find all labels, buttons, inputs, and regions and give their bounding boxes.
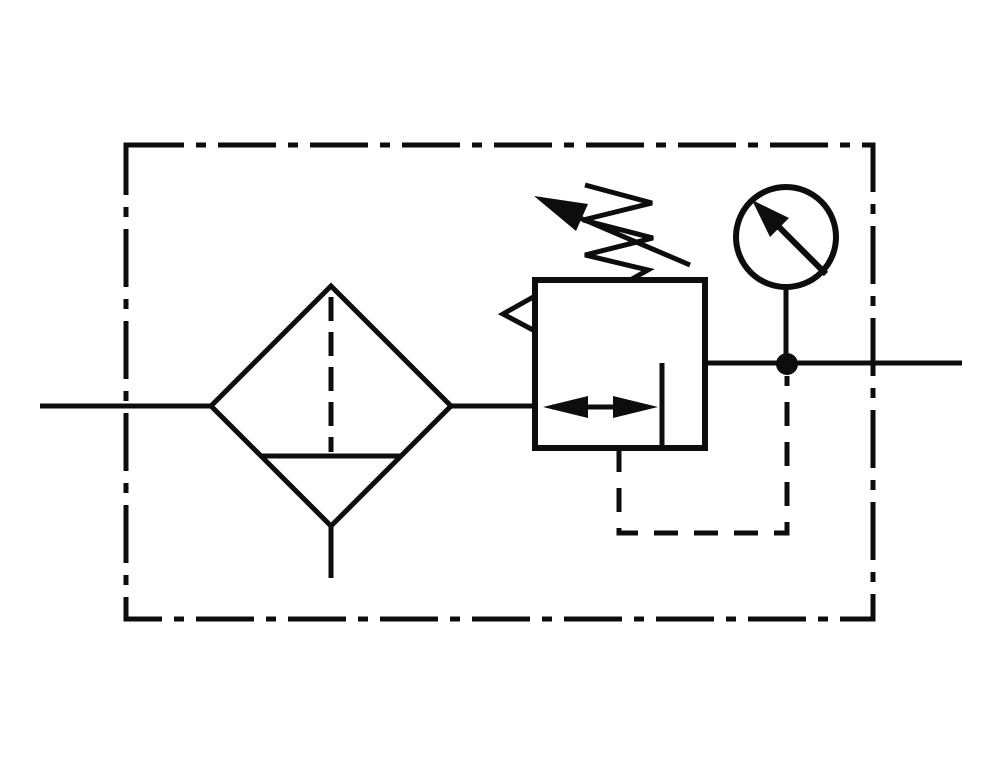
regulator-body xyxy=(532,277,708,451)
assembly-boundary xyxy=(123,142,876,622)
feedback-line xyxy=(616,376,790,536)
flow-arrow-left-head xyxy=(543,396,588,418)
gauge-symbol xyxy=(733,184,839,360)
gauge-needle-head xyxy=(752,200,789,237)
adjustment-arrow-shaft xyxy=(579,215,691,268)
regulator-spring-icon xyxy=(582,182,655,282)
flow-arrow-right-head xyxy=(613,396,658,418)
filter-symbol xyxy=(207,282,455,578)
regulator-symbol xyxy=(497,182,708,451)
junction-dot xyxy=(776,353,798,375)
gauge-needle-icon xyxy=(752,200,829,277)
filter-diamond xyxy=(207,282,455,530)
regulator-adjustment-arrow-icon xyxy=(534,196,691,268)
regulator-flow-arrow-icon xyxy=(543,396,658,418)
regulator-relief-triangle xyxy=(497,293,537,334)
gauge-needle-shaft xyxy=(776,224,829,277)
adjustment-arrow-head xyxy=(534,196,588,231)
